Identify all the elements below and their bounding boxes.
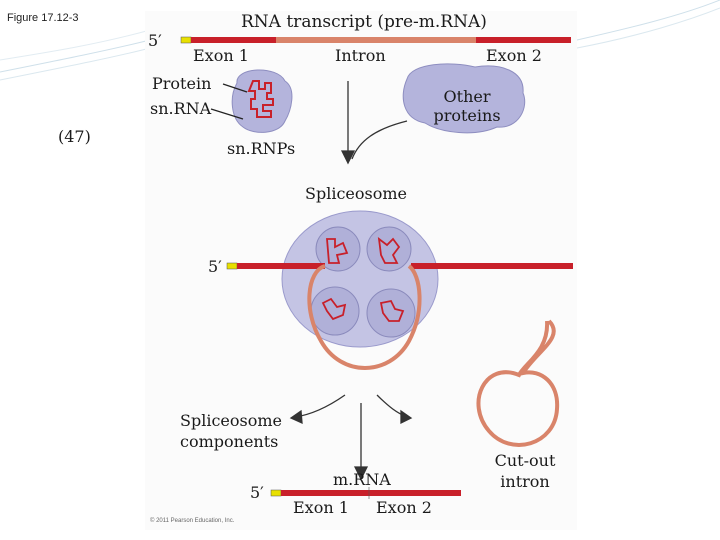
snrnps-label: sn.RNPs	[227, 139, 296, 158]
slide-number: (47)	[58, 127, 91, 146]
transcript-title: RNA transcript (pre-m.RNA)	[241, 12, 487, 32]
components-label-1: Spliceosome	[180, 411, 282, 430]
protein-pointer	[222, 83, 248, 93]
pre-mrna-strand	[180, 36, 571, 44]
intron-label: Intron	[335, 46, 386, 65]
intron-lariat	[476, 319, 560, 447]
cutout-label-1: Cut-out	[494, 451, 556, 470]
five-prime-cap	[180, 36, 192, 44]
exon1-top-label: Exon 1	[193, 46, 249, 65]
other-proteins-blob	[402, 63, 526, 134]
other-proteins-label-2: proteins	[433, 106, 501, 125]
intron-segment	[276, 37, 476, 43]
five-prime-top-label: 5′	[148, 31, 162, 50]
copyright-notice: © 2011 Pearson Education, Inc.	[150, 518, 235, 524]
exon2-segment	[476, 37, 571, 43]
five-prime-mid-label: 5′	[208, 257, 222, 276]
snrna-label: sn.RNA	[150, 99, 212, 118]
exon1-segment	[191, 37, 276, 43]
five-prime-bottom-label: 5′	[250, 483, 264, 502]
exon2-top-label: Exon 2	[486, 46, 542, 65]
exon2-bottom-label: Exon 2	[376, 498, 432, 517]
splicing-diagram-art	[180, 36, 573, 499]
spliceosome-complex	[281, 210, 439, 348]
snrna-pointer	[210, 108, 244, 120]
mrna-label: m.RNA	[333, 470, 391, 489]
assembly-arrows	[340, 81, 408, 165]
release-arrows	[289, 394, 413, 481]
figure-label: Figure 17.12-3	[7, 12, 79, 24]
components-label-2: components	[180, 432, 279, 451]
snrnp-particle	[231, 69, 293, 133]
splicing-diagram: RNA transcript (pre-m.RNA) 5′ Exon 1 Int…	[145, 11, 577, 530]
spliceosome-label: Spliceosome	[305, 184, 407, 203]
protein-label: Protein	[152, 74, 212, 93]
other-proteins-label-1: Other	[443, 87, 491, 106]
spliced-strand	[226, 262, 573, 370]
mature-mrna	[270, 487, 461, 499]
cutout-label-2: intron	[500, 472, 550, 491]
exon1-bottom-label: Exon 1	[293, 498, 349, 517]
